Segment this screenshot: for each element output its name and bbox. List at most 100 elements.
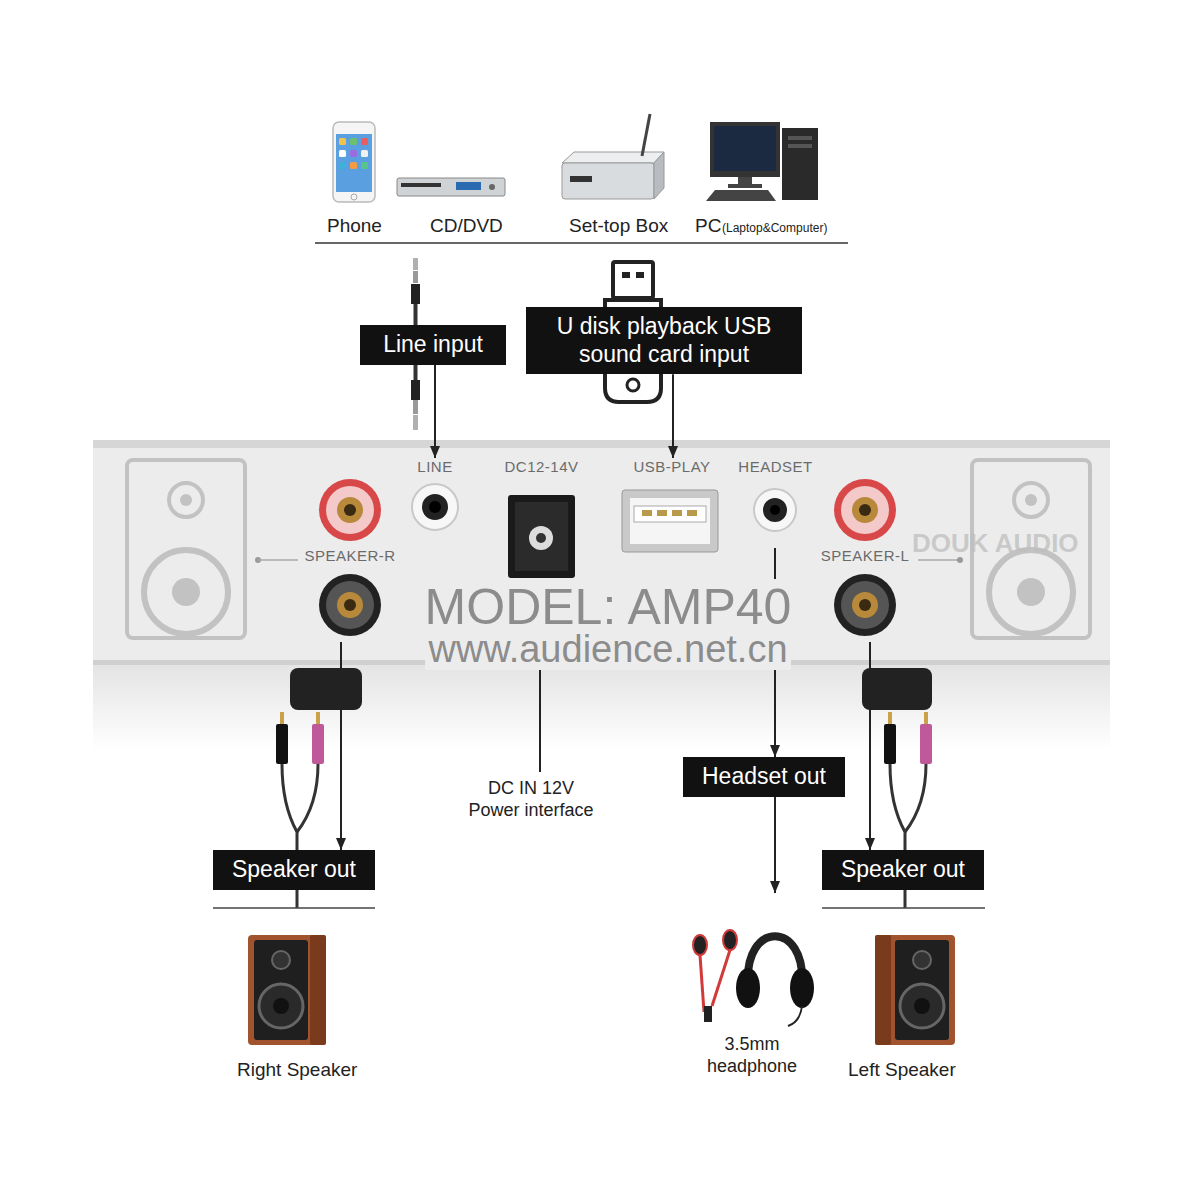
dc-jack-drawing	[536, 533, 546, 543]
input-tag: Line input	[360, 325, 506, 365]
banana-plug	[905, 764, 926, 832]
device-name-box: Set-top Box	[569, 215, 668, 238]
set-top-box-icon	[654, 152, 664, 199]
power-note: DC IN 12V Power interface	[468, 778, 593, 820]
speaker-logo	[127, 460, 245, 638]
jack-drawing	[754, 489, 796, 531]
set-top-box-icon	[562, 114, 664, 199]
speaker-terminal-drawing	[852, 592, 878, 618]
set-top-box-icon	[562, 152, 664, 163]
set-top-box-icon	[570, 176, 592, 182]
speaker-terminal-drawing	[834, 479, 896, 541]
speaker-icon	[254, 940, 308, 1040]
watermark-box: DOUK AUDIO	[912, 528, 1079, 559]
phone-icon	[333, 122, 375, 202]
pc-icon	[788, 144, 812, 148]
pc-icon	[706, 122, 818, 201]
audio-cable	[411, 284, 420, 304]
speaker-terminal-drawing	[841, 581, 889, 629]
device-name: Phone	[327, 215, 382, 236]
jack-drawing	[763, 498, 787, 522]
rubber-foot	[862, 668, 932, 710]
headset-jack: HEADSET	[733, 458, 818, 548]
speaker-terminal-drawing	[918, 559, 958, 561]
set-top-box-icon	[642, 114, 650, 156]
speaker-icon	[273, 998, 289, 1014]
headphone-caption-box: 3.5mm headphone	[687, 1034, 817, 1077]
port-label: USB-PLAY	[630, 458, 713, 476]
usb-stick-icon	[613, 262, 653, 298]
banana-plug	[888, 712, 892, 724]
banana-plug	[316, 712, 320, 724]
speaker-icon	[913, 951, 931, 969]
usb-stick-icon	[622, 272, 630, 278]
jack-drawing	[429, 501, 441, 513]
speaker-logo	[1014, 483, 1048, 517]
audio-cable	[413, 258, 418, 270]
banana-plug	[920, 724, 932, 764]
speaker-terminal: SPEAKER-R	[295, 470, 405, 642]
dc-jack-drawing	[515, 502, 568, 571]
usb-port: USB-PLAY	[612, 458, 732, 558]
phone-icon	[351, 194, 357, 200]
model-name-line: MODEL: AMP40	[308, 582, 908, 632]
speaker-icon	[895, 940, 949, 1040]
headphone-icon	[693, 935, 707, 955]
speaker-icon	[272, 951, 290, 969]
banana-plug	[276, 724, 288, 764]
speaker-terminal-drawing	[337, 592, 363, 618]
usb-port-drawing	[642, 510, 652, 516]
phone-icon	[350, 150, 357, 157]
usb-port-drawing	[630, 498, 710, 544]
audio-cable	[413, 400, 418, 414]
amplifier-panel	[93, 665, 1110, 750]
speaker-logo	[1017, 578, 1045, 606]
headphone-icon	[788, 1006, 802, 1026]
phone-icon	[350, 138, 357, 145]
usb-stick-icon	[636, 272, 644, 278]
banana-plug	[884, 724, 896, 764]
pc-icon	[728, 184, 762, 188]
jack-drawing	[770, 505, 780, 515]
banana-plug	[213, 907, 375, 909]
usb-port-drawing	[634, 506, 706, 522]
headphone-icon	[712, 950, 730, 1006]
headphone-icon	[723, 930, 737, 950]
pc-icon	[738, 177, 752, 185]
port-label: SPEAKER-R	[301, 547, 398, 565]
device-note: (Laptop&Computer)	[722, 221, 827, 235]
pc-icon	[782, 128, 818, 200]
usb-port-drawing	[622, 490, 718, 552]
connector	[434, 365, 436, 458]
power-note-box: DC IN 12V Power interface	[464, 778, 598, 821]
output-tag: Speaker out	[213, 850, 375, 890]
device-name-box: Phone	[327, 215, 382, 238]
speaker-terminal-drawing	[258, 559, 298, 561]
headphone-icon	[700, 955, 704, 1012]
jack-drawing	[412, 484, 796, 531]
speaker-terminal-drawing	[859, 504, 871, 516]
audio-cable	[411, 380, 420, 400]
tag-text: Headset out	[695, 763, 833, 791]
pc-icon	[788, 136, 812, 140]
dc-jack: DC12-14V	[499, 458, 584, 583]
speaker-caption-box: Left Speaker	[848, 1059, 956, 1082]
speaker-icon	[248, 935, 955, 1045]
headphone-icon	[704, 1006, 712, 1022]
phone-icon	[333, 122, 375, 202]
speaker-icon	[914, 998, 930, 1014]
speaker-terminal-drawing	[841, 486, 889, 534]
pc-icon	[706, 190, 776, 201]
banana-plug	[822, 907, 985, 909]
rubber-foot	[290, 668, 932, 710]
speaker-icon	[259, 984, 303, 1028]
usb-port-drawing	[657, 510, 667, 516]
headphone-icon	[736, 968, 760, 1008]
speaker-caption: Right Speaker	[237, 1059, 357, 1080]
phone-icon	[350, 162, 357, 169]
connector	[672, 374, 674, 458]
rubber-foot	[290, 668, 362, 710]
tag-text: Line input	[372, 331, 494, 359]
set-top-box-icon	[562, 163, 654, 199]
